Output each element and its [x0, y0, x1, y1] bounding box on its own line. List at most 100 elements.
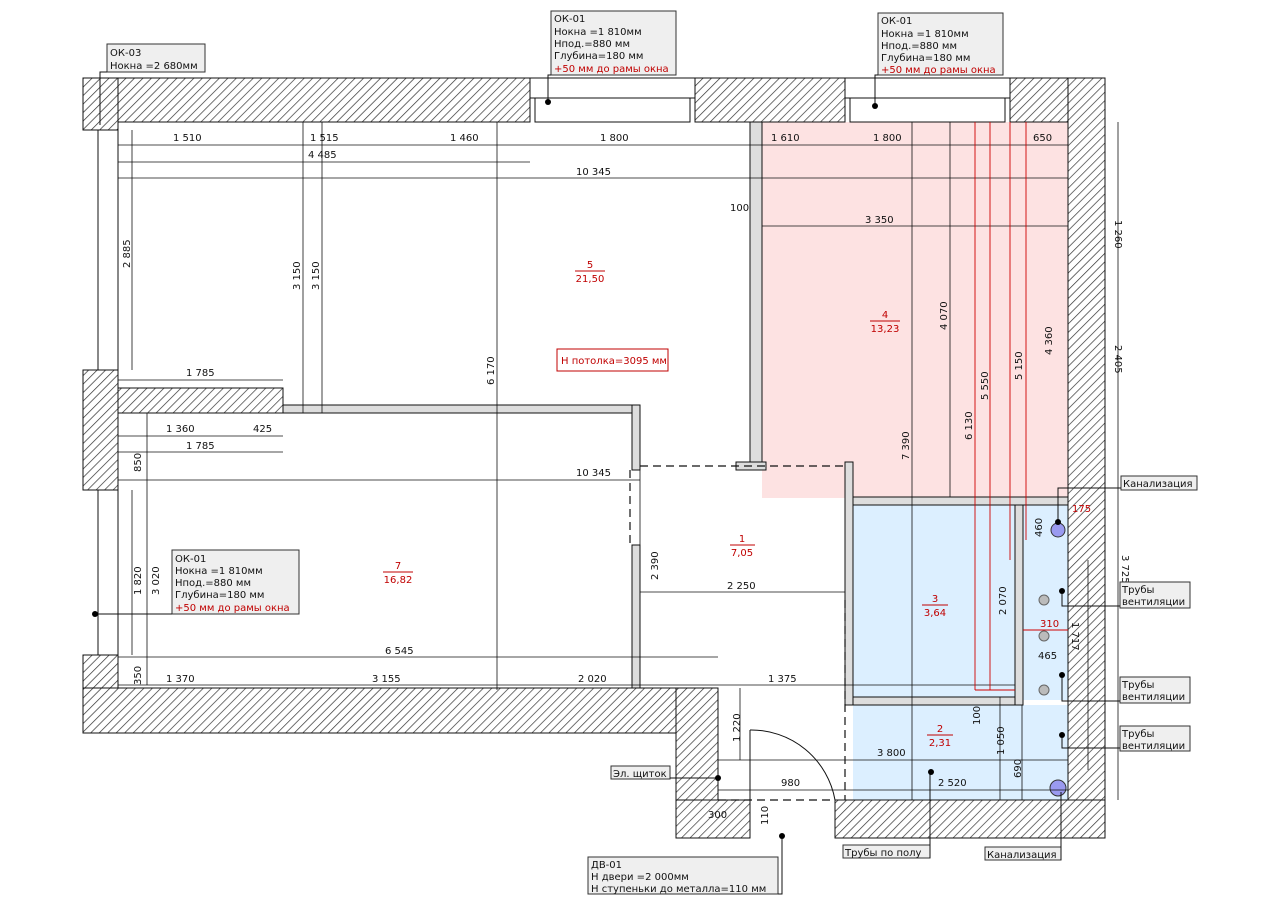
dim-label: 1 717	[1069, 622, 1080, 651]
dimension-lines	[118, 122, 1119, 800]
dim-label: 300	[708, 810, 727, 821]
svg-text:Глубина=180 мм: Глубина=180 мм	[175, 590, 264, 601]
svg-text:2,31: 2,31	[929, 738, 951, 749]
label-vent-pipes-1: Трубы вентиляции	[1059, 581, 1191, 609]
room-4-label: 413,23	[870, 310, 900, 335]
svg-text:Трубы: Трубы	[1121, 585, 1154, 596]
dim-label: 4 485	[308, 150, 337, 161]
room-2-label: 22,31	[927, 724, 953, 749]
dim-label: 175	[1072, 504, 1091, 515]
dim-label: 6 545	[385, 646, 414, 657]
room-5-label: 521,50	[575, 260, 605, 285]
svg-text:Нокна =1 810мм: Нокна =1 810мм	[554, 27, 642, 38]
svg-text:Нпод.=880 мм: Нпод.=880 мм	[881, 41, 957, 52]
dim-label: 850	[133, 453, 144, 472]
dim-label: 5 150	[1014, 351, 1025, 380]
dim-label: 1 220	[732, 713, 743, 742]
red-dimension-lines	[974, 122, 1068, 691]
svg-text:+50 мм до рамы окна: +50 мм до рамы окна	[554, 64, 669, 75]
dim-label: 10 345	[576, 468, 611, 479]
svg-text:ОК-01: ОК-01	[881, 16, 912, 27]
dim-label: 3 020	[151, 566, 162, 595]
svg-text:21,50: 21,50	[576, 274, 605, 285]
exterior-walls	[82, 77, 1106, 839]
dim-label: 2 885	[122, 239, 133, 268]
callout-ok01-top-left: ОК-01 Нокна =1 810мм Нпод.=880 мм Глубин…	[545, 10, 677, 105]
sewer-pipe-icon	[1050, 522, 1066, 538]
svg-text:Нокна =1 810мм: Нокна =1 810мм	[881, 29, 969, 40]
dim-label: 1 050	[996, 726, 1007, 755]
dim-label: 3 350	[865, 215, 894, 226]
svg-text:13,23: 13,23	[871, 324, 900, 335]
callout-ok01-left: ОК-01 Нокна =1 810мм Нпод.=880 мм Глубин…	[92, 549, 300, 617]
dim-label: 10 345	[576, 167, 611, 178]
label-vent-pipes-3: Трубы вентиляции	[1059, 725, 1191, 752]
room-7-label: 716,82	[383, 561, 413, 586]
dim-label: 1 360	[166, 424, 195, 435]
svg-text:Канализация: Канализация	[1123, 479, 1193, 490]
dim-label: 1 260	[1112, 220, 1123, 249]
dim-label: 1 785	[186, 441, 215, 452]
svg-text:Н двери =2 000мм: Н двери =2 000мм	[591, 872, 689, 883]
interior-walls	[282, 121, 1069, 706]
svg-text:ОК-03: ОК-03	[110, 48, 141, 59]
dim-label: 100	[730, 203, 749, 214]
room-3-fill	[853, 505, 1015, 697]
svg-text:Нокна =2 680мм: Нокна =2 680мм	[110, 61, 198, 72]
dim-label: 1 375	[768, 674, 797, 685]
svg-text:Нпод.=880 мм: Нпод.=880 мм	[175, 578, 251, 589]
svg-text:ОК-01: ОК-01	[554, 14, 585, 25]
callout-dv01: ДВ-01 Н двери =2 000мм Н ступеньки до ме…	[587, 833, 785, 895]
svg-text:Трубы: Трубы	[1121, 729, 1154, 740]
dim-label: 690	[1013, 759, 1024, 778]
dim-label: 3 150	[292, 261, 303, 290]
svg-text:Эл. щиток: Эл. щиток	[613, 769, 667, 780]
dim-label: 1 785	[186, 368, 215, 379]
ceiling-height-note: Н потолка=3095 мм	[561, 356, 667, 367]
room-1-label: 17,05	[730, 534, 755, 559]
dashed-partitions	[629, 465, 846, 801]
label-floor-pipes: Трубы по полу	[842, 769, 934, 859]
label-sewer-right: Канализация	[1055, 475, 1198, 525]
svg-text:2: 2	[937, 724, 943, 735]
svg-text:вентиляции: вентиляции	[1122, 692, 1185, 703]
svg-text:+50 мм до рамы окна: +50 мм до рамы окна	[881, 65, 996, 76]
dim-label: 980	[781, 778, 800, 789]
dimension-labels: 1 510 1 515 1 460 1 800 1 610 1 800 650 …	[122, 133, 1130, 825]
svg-text:1: 1	[739, 534, 745, 545]
dim-label: 1 800	[873, 133, 902, 144]
svg-text:Н ступеньки до металла=110 мм: Н ступеньки до металла=110 мм	[591, 884, 766, 895]
dim-label: 1 820	[133, 566, 144, 595]
dim-label: 3 150	[311, 261, 322, 290]
dim-label: 3 800	[877, 748, 906, 759]
svg-text:Нокна =1 810мм: Нокна =1 810мм	[175, 566, 263, 577]
svg-text:Трубы: Трубы	[1121, 680, 1154, 691]
dim-label: 5 550	[980, 371, 991, 400]
svg-text:вентиляции: вентиляции	[1122, 741, 1185, 752]
svg-text:ОК-01: ОК-01	[175, 554, 206, 565]
svg-text:Глубина=180 мм: Глубина=180 мм	[881, 53, 970, 64]
room-4-fill	[762, 122, 1068, 498]
dim-label: 1 800	[600, 133, 629, 144]
svg-text:Канализация: Канализация	[987, 850, 1057, 861]
svg-text:7: 7	[395, 561, 401, 572]
dim-label: 6 130	[964, 411, 975, 440]
svg-text:Глубина=180 мм: Глубина=180 мм	[554, 51, 643, 62]
dim-label: 2 390	[650, 551, 661, 580]
svg-text:3: 3	[932, 594, 938, 605]
dim-label: 1 515	[310, 133, 339, 144]
svg-text:ДВ-01: ДВ-01	[591, 860, 622, 871]
callout-ok01-top-right: ОК-01 Нокна =1 810мм Нпод.=880 мм Глубин…	[872, 12, 1004, 109]
svg-text:5: 5	[587, 260, 593, 271]
dim-label: 4 360	[1044, 326, 1055, 355]
sewer-pipe-icon	[1049, 779, 1067, 797]
dim-label: 425	[253, 424, 272, 435]
dim-label: 7 390	[901, 431, 912, 460]
label-sewer-bottom: Канализация	[984, 792, 1062, 861]
door-swing	[749, 729, 836, 801]
dim-label: 2 520	[938, 778, 967, 789]
label-vent-pipes-2: Трубы вентиляции	[1059, 672, 1191, 704]
dim-label: 1 610	[771, 133, 800, 144]
svg-text:+50 мм до рамы окна: +50 мм до рамы окна	[175, 603, 290, 614]
